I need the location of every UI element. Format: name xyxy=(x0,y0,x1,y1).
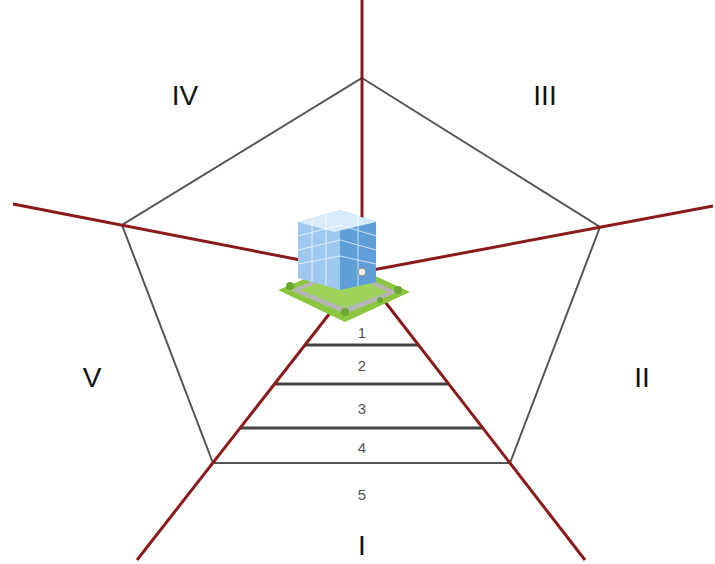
sector-rays xyxy=(13,0,713,560)
band-number: 2 xyxy=(358,358,366,373)
band-number: 5 xyxy=(358,487,366,502)
band-dividers xyxy=(240,345,483,428)
sector-label: IV xyxy=(172,82,198,110)
sector-label: II xyxy=(634,364,650,392)
band-number: 3 xyxy=(358,401,366,416)
band-number: 1 xyxy=(358,325,366,340)
sector-label: I xyxy=(358,532,366,560)
sector-label: V xyxy=(83,364,102,392)
sector-label: III xyxy=(533,82,556,110)
building-icon xyxy=(278,210,410,322)
band-number: 4 xyxy=(358,440,366,455)
